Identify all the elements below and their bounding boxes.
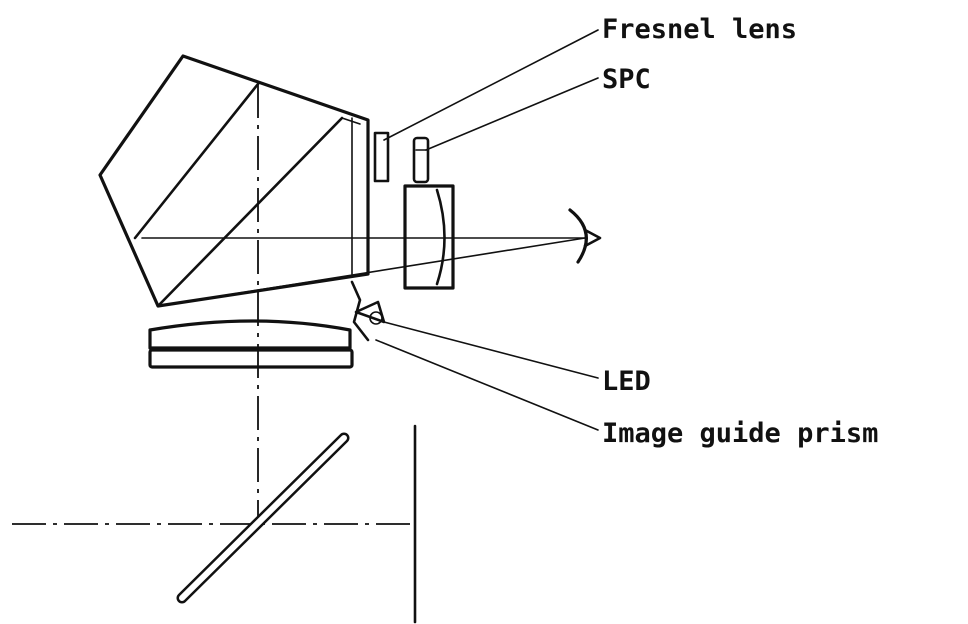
eye-icon: [568, 208, 602, 264]
eyepiece-lens: [403, 184, 455, 290]
condenser-lens: [148, 319, 354, 369]
reflex-mirror: [176, 432, 350, 604]
fresnel-lens-element: [373, 131, 390, 183]
leader-lines: [375, 29, 599, 431]
led-element: [350, 280, 386, 342]
label-led: LED: [602, 366, 651, 397]
pentaprism: [98, 54, 370, 308]
spc-cell: [412, 136, 430, 184]
label-spc: SPC: [602, 64, 651, 95]
label-fresnel-lens: Fresnel lens: [602, 14, 797, 45]
label-image-guide-prism: Image guide prism: [602, 418, 878, 449]
optical-rays: [141, 237, 586, 307]
